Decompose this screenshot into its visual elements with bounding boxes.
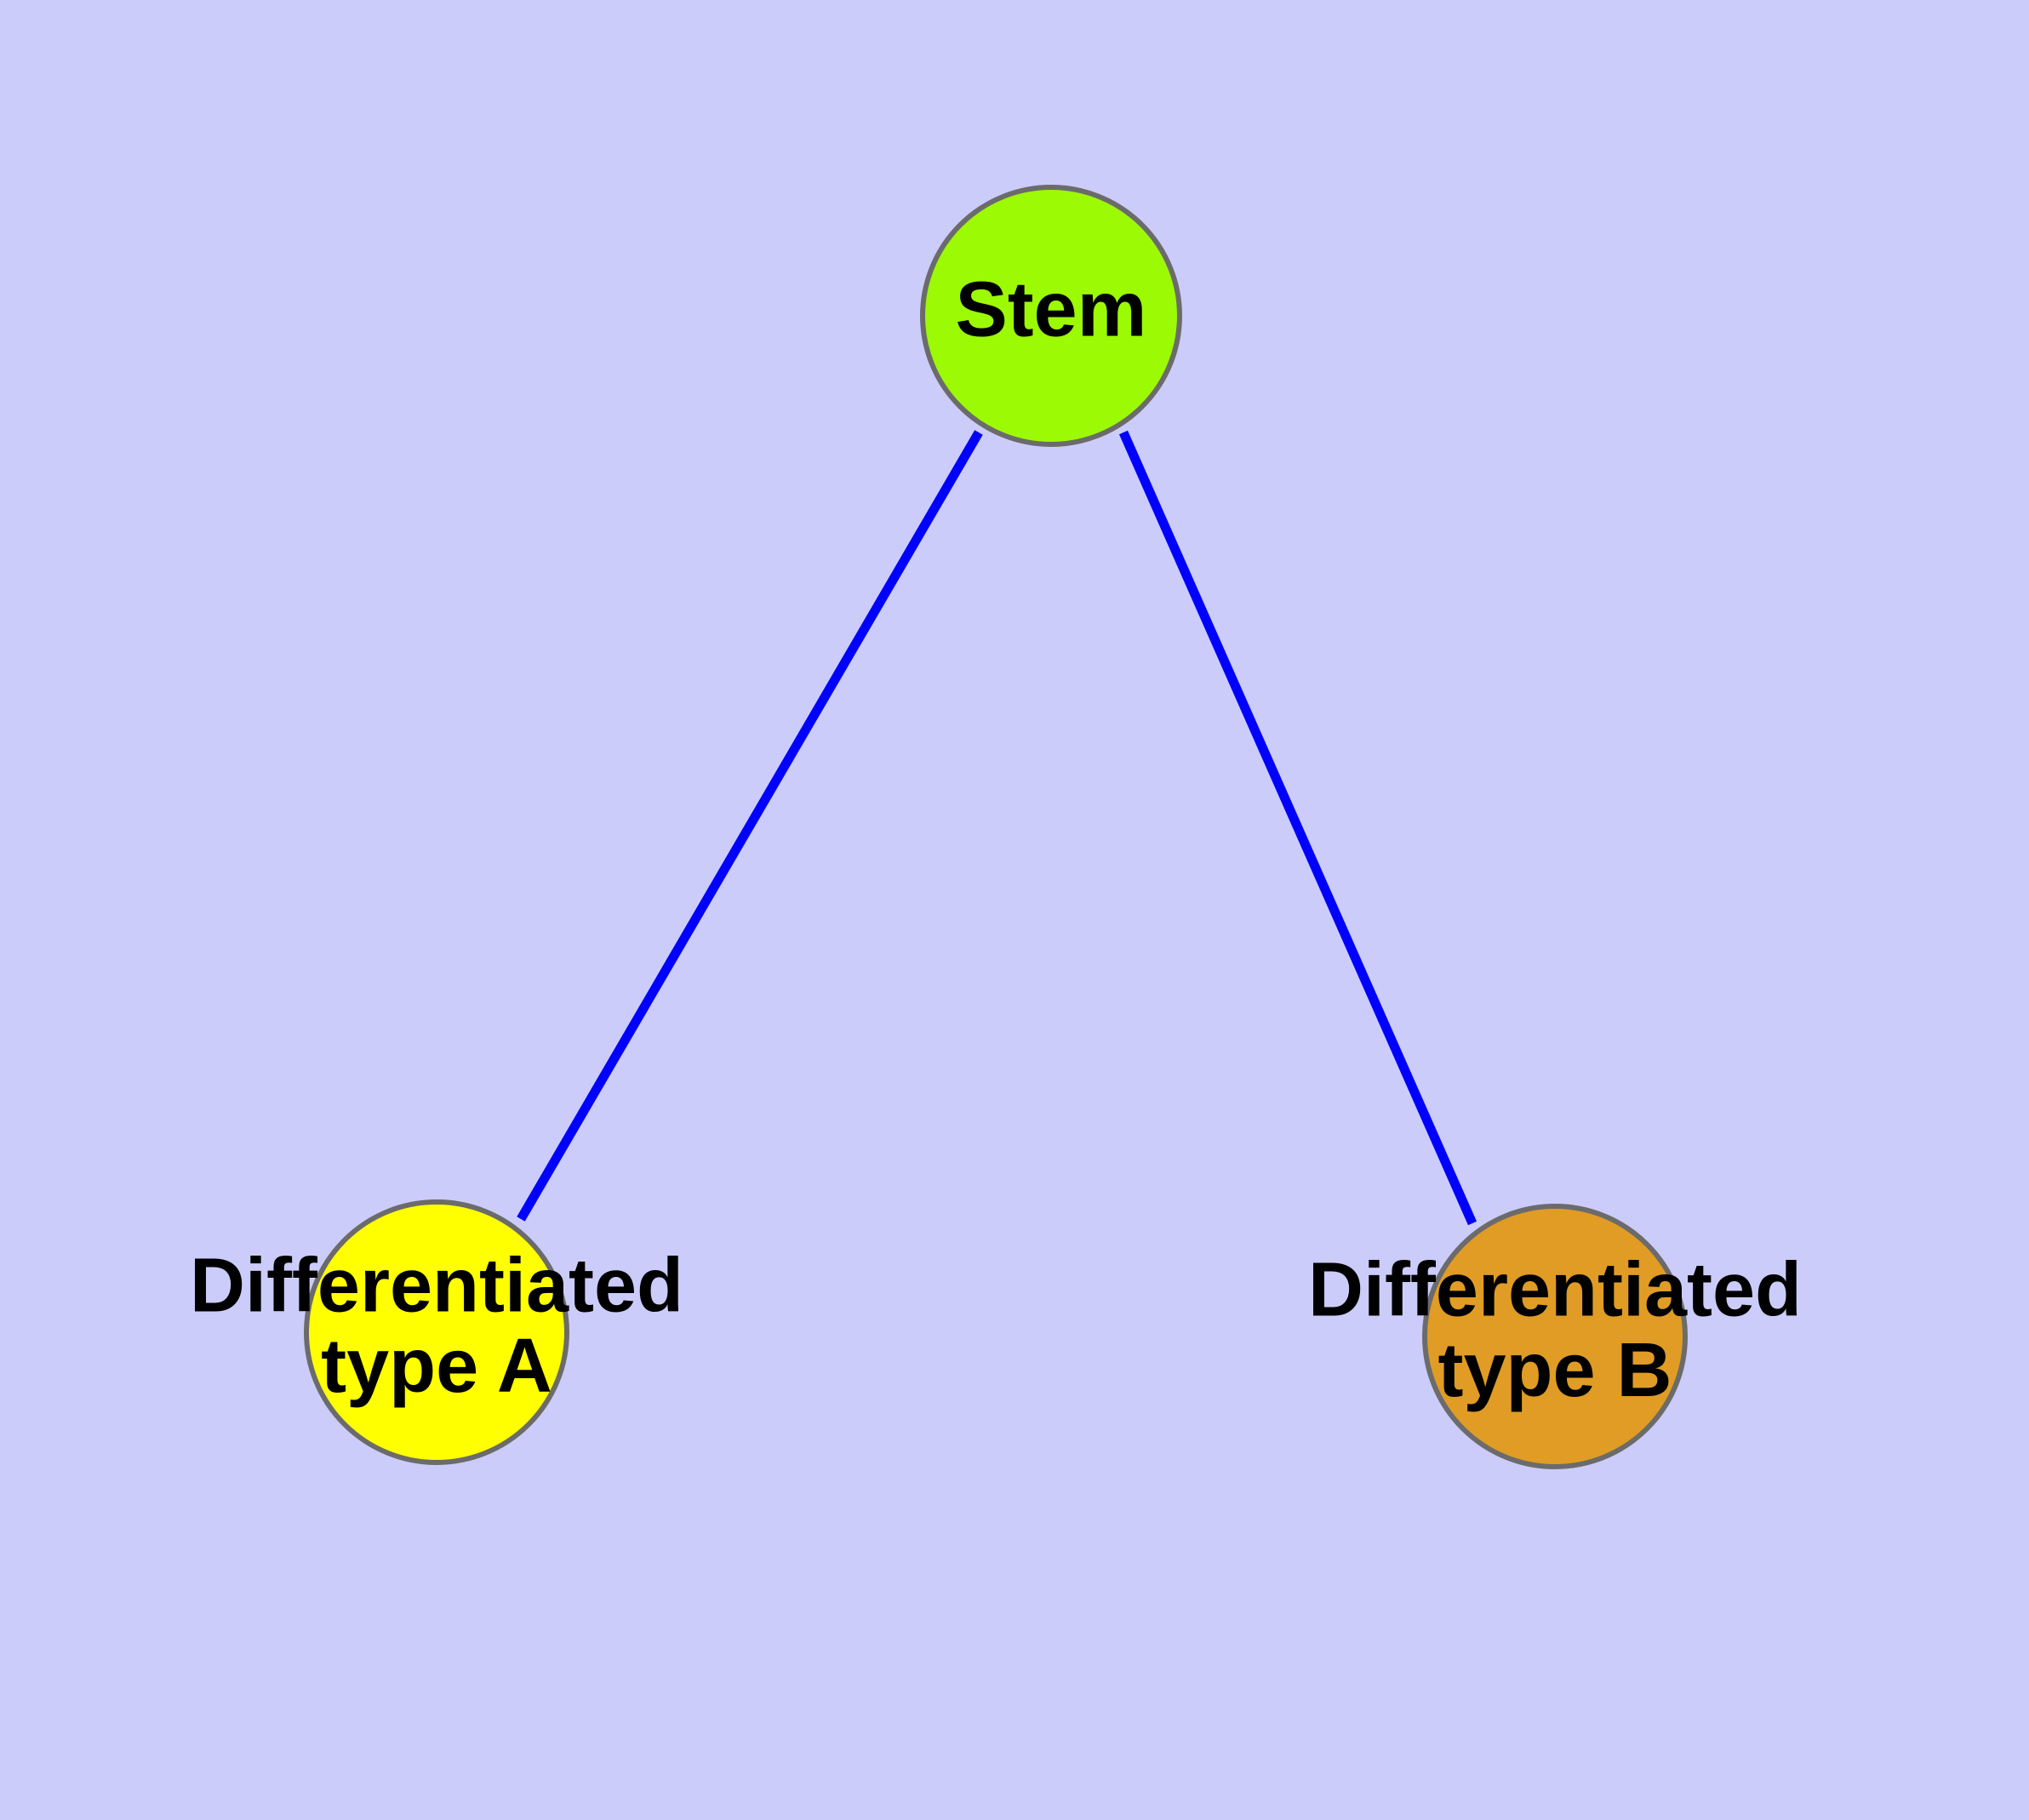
node-differentiated-type-b-circle[interactable] (1422, 1204, 1688, 1469)
edge-layer (517, 430, 1477, 1226)
node-stem-label: Stem (956, 266, 1147, 352)
node-layer (304, 185, 1688, 1469)
node-label-line: Differentiated (1308, 1248, 1802, 1333)
node-differentiated-type-a-circle[interactable] (304, 1199, 569, 1465)
edge-stem-to-differentiated-type-b[interactable] (1118, 430, 1477, 1226)
node-label-line: type B (1437, 1328, 1672, 1413)
edge-stem-to-differentiated-type-a[interactable] (517, 430, 983, 1222)
node-stem-circle[interactable] (920, 185, 1182, 447)
node-label-line: Stem (956, 266, 1147, 352)
node-label-line: type A (321, 1324, 552, 1409)
node-label-line: Differentiated (190, 1244, 683, 1329)
